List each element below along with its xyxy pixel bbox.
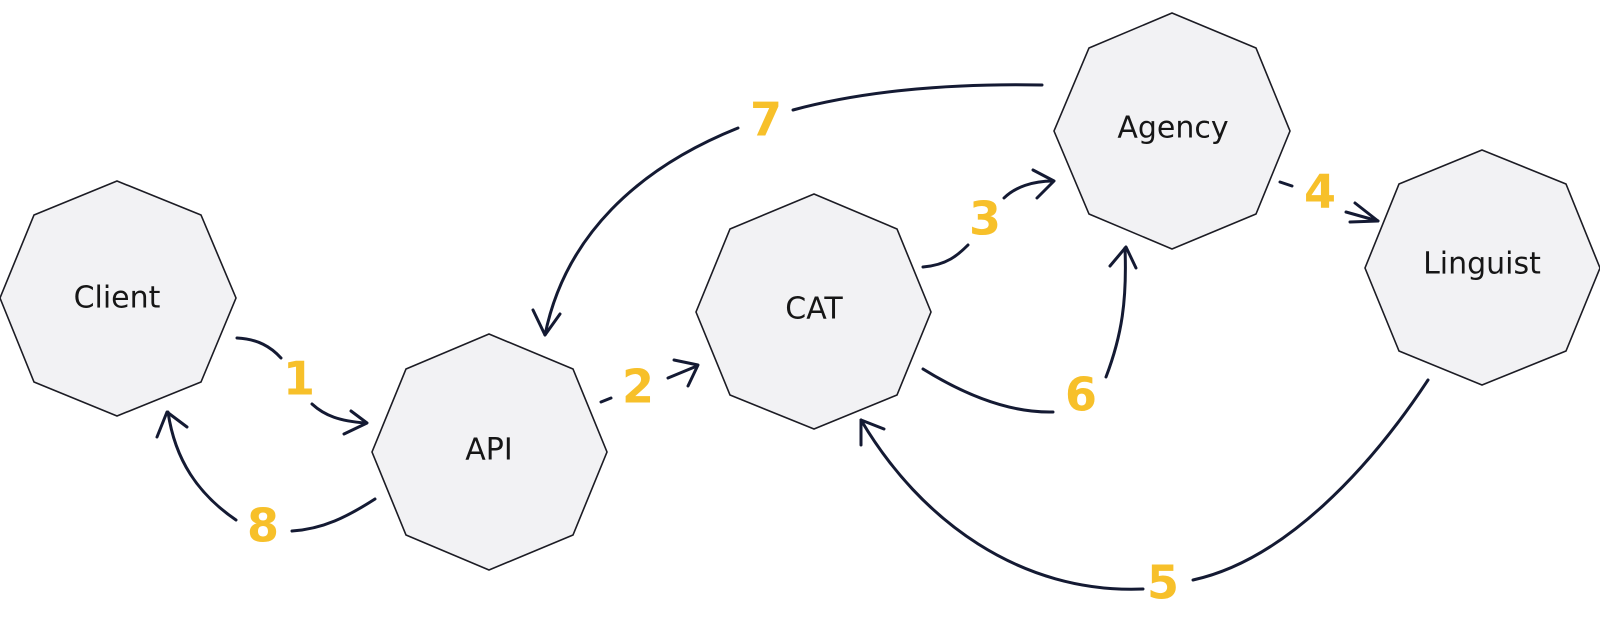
- step-number-6: 6: [1065, 368, 1097, 422]
- node-agency-shape: [1053, 12, 1291, 250]
- node-cat[interactable]: CAT: [695, 193, 932, 430]
- node-linguist-label: Linguist: [1423, 247, 1541, 282]
- edge-api-to-cat: [599, 358, 700, 404]
- node-api[interactable]: API: [371, 333, 608, 571]
- edge-3-line-b: [1002, 179, 1055, 200]
- node-linguist-shape: [1364, 149, 1600, 386]
- edge-agency-to-linguist: [1278, 180, 1380, 224]
- edge-agency-to-api: [531, 83, 1044, 337]
- node-client[interactable]: Client: [0, 180, 237, 417]
- edge-linguist-to-cat: [859, 378, 1430, 591]
- node-agency-label: Agency: [1117, 111, 1228, 146]
- step-number-7: 7: [750, 93, 782, 147]
- edge-8-arrowhead: [155, 410, 189, 439]
- node-cat-shape: [695, 193, 932, 430]
- edge-7-line-b: [543, 126, 740, 337]
- edge-4-line-b: [1344, 210, 1380, 223]
- node-api-shape: [371, 333, 608, 571]
- edge-2-line-b: [666, 364, 699, 380]
- edge-client-to-api: [235, 336, 369, 436]
- edge-6-line: [921, 367, 1055, 414]
- node-api-label: API: [465, 433, 512, 468]
- edge-5-arrowhead: [859, 418, 886, 447]
- edge-5-line-b: [859, 418, 1145, 591]
- edge-2-arrowhead: [672, 358, 700, 388]
- edge-cat-to-agency: [921, 168, 1056, 269]
- step-number-5: 5: [1147, 556, 1179, 610]
- step-number-1: 1: [283, 352, 315, 406]
- node-linguist[interactable]: Linguist: [1364, 149, 1600, 386]
- edge-7-arrowhead: [531, 308, 562, 337]
- edge-3-arrowhead: [1031, 168, 1056, 200]
- edge-1-arrowhead: [342, 409, 369, 436]
- node-client-label: Client: [74, 281, 161, 316]
- step-number-3: 3: [969, 192, 1001, 246]
- edge-3-line: [921, 243, 970, 269]
- step-number-8: 8: [247, 499, 279, 553]
- edge-cat-to-agency-return: [921, 245, 1138, 414]
- edge-1-line-b: [310, 402, 367, 425]
- step-number-2: 2: [622, 360, 654, 414]
- edge-2-line: [599, 396, 613, 404]
- edge-6-line-b: [1104, 246, 1127, 379]
- node-client-shape: [0, 180, 237, 417]
- edge-4-line: [1278, 180, 1294, 188]
- edge-7-line: [791, 83, 1044, 112]
- edge-api-to-client: [155, 410, 377, 533]
- node-agency[interactable]: Agency: [1053, 12, 1291, 250]
- edge-8-line-b: [166, 410, 238, 522]
- edge-5-line: [1191, 378, 1430, 582]
- node-cat-label: CAT: [785, 292, 843, 327]
- edge-6-arrowhead: [1108, 245, 1138, 270]
- step-number-4: 4: [1304, 165, 1336, 219]
- edge-1-line: [235, 336, 283, 360]
- edge-4-arrowhead: [1348, 201, 1380, 224]
- edge-8-line: [290, 497, 377, 533]
